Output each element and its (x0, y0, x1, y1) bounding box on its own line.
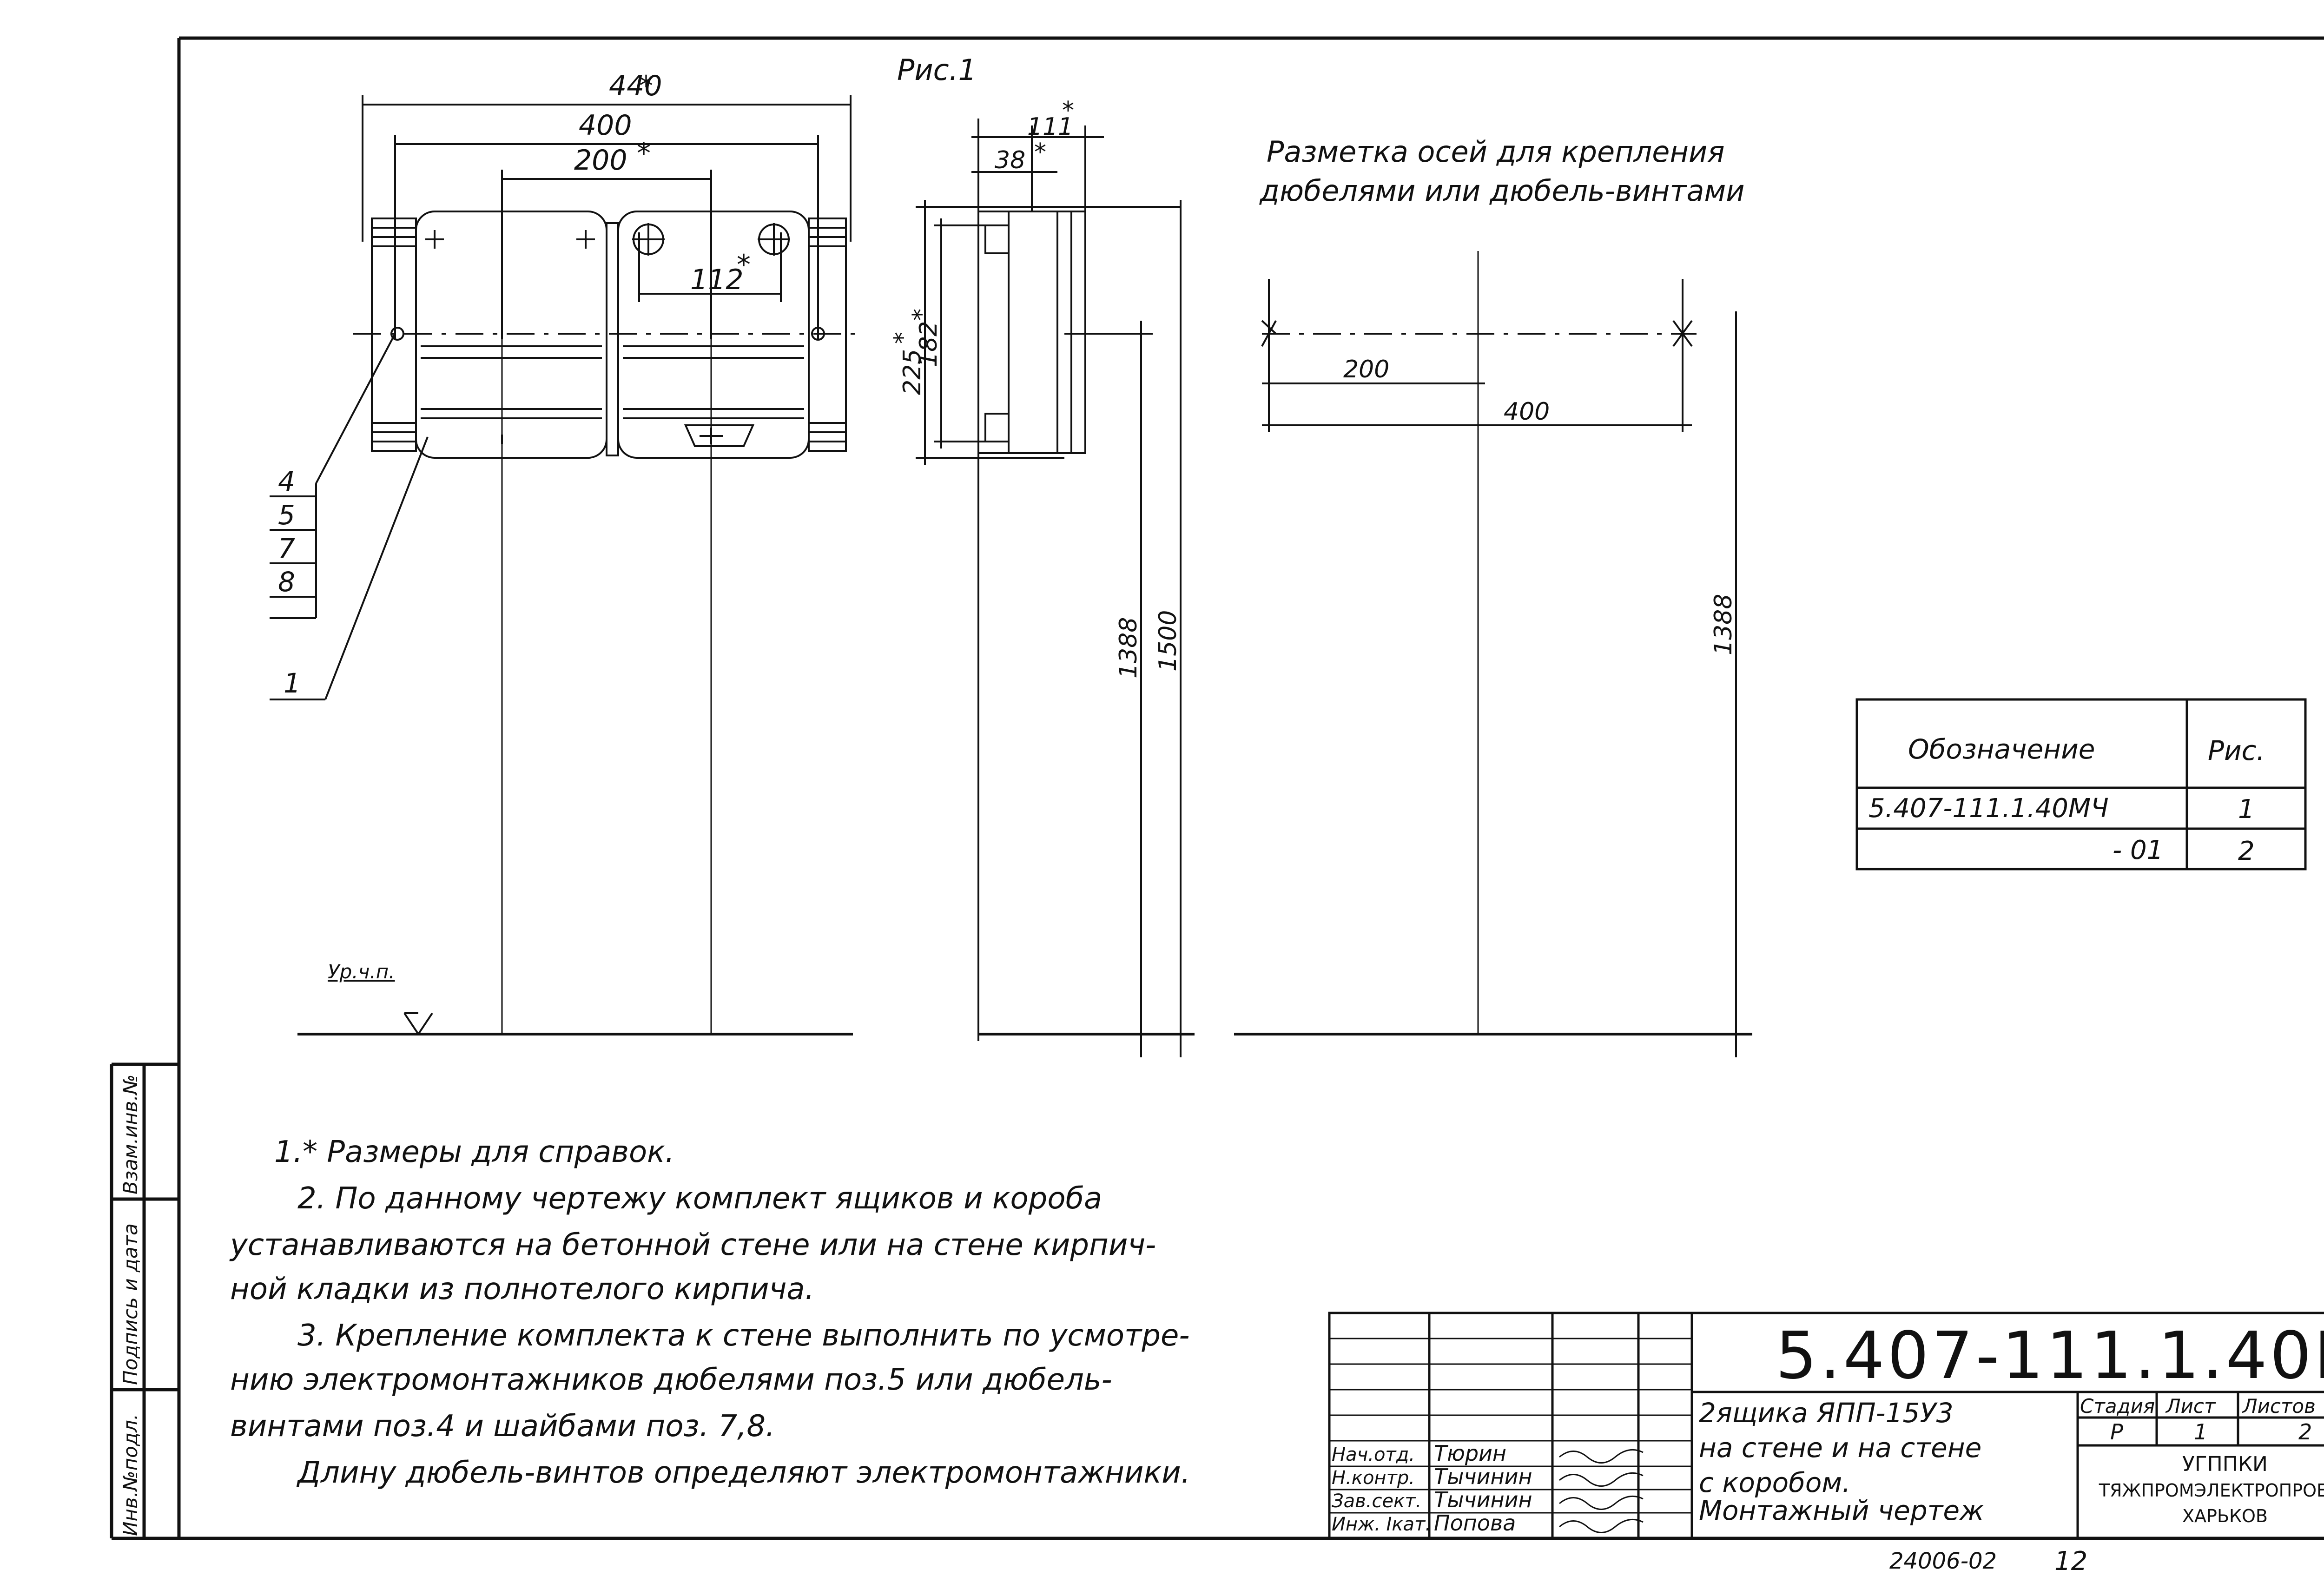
dim-225: 225 (898, 349, 926, 395)
stage-header: Стадия (2080, 1395, 2155, 1418)
layout-view: Разметка осей для крепления дюбелями или… (1234, 135, 1752, 1057)
layout-dim-200: 200 (1343, 356, 1389, 383)
asterisk-440: * (639, 70, 653, 102)
layout-dim-400: 400 (1504, 398, 1550, 426)
dim-112: 112 (690, 264, 744, 296)
dim-200: 200 (574, 144, 627, 177)
sheets-header: Листов (2242, 1395, 2316, 1418)
dim-1388-side: 1388 (1115, 617, 1142, 679)
callout-4: 4 (278, 466, 295, 497)
asterisk-112: * (737, 249, 751, 281)
note-line-7: винтами поз.4 и шайбами поз. 7,8. (230, 1409, 775, 1444)
note-line-1: 1.* Размеры для справок. (274, 1135, 674, 1169)
layout-title-line-2: дюбелями или дюбель-винтами (1259, 174, 1745, 208)
dim-440: 440 (609, 70, 662, 102)
role-3: Зав.сект. (1332, 1490, 1421, 1512)
notes: 1.* Размеры для справок. 2. По данному ч… (229, 1135, 1190, 1490)
table-header-figure: Рис. (2208, 735, 2265, 766)
stamp-signature-date: Подпись и дата (119, 1223, 142, 1385)
front-view: 440 * 400 200 * 112 * 4 5 7 8 1 Ур.ч.п. (270, 70, 855, 1035)
signatures (1559, 1449, 1644, 1533)
table-row-2-designation: - 01 (2113, 835, 2163, 865)
role-1: Нач.отд. (1332, 1444, 1415, 1465)
stamp-vzam-inv: Взам.инв.№ (119, 1075, 142, 1194)
title-block: 5.407-111.1.40МЧ Нач.отд. Н.контр. Зав.с… (1328, 1312, 2324, 1540)
callout-5: 5 (278, 499, 295, 531)
layout-title-line-1: Разметка осей для крепления (1267, 135, 1725, 169)
dim-1500: 1500 (1154, 610, 1182, 672)
desc-line-1: 2ящика ЯПП-15У3 (1699, 1397, 1954, 1429)
note-line-3: устанавливаются на бетонной стене или на… (229, 1228, 1156, 1262)
table-row-1-designation: 5.407-111.1.40МЧ (1868, 793, 2109, 824)
name-3: Тычинин (1434, 1487, 1532, 1512)
stage-value: Р (2110, 1419, 2123, 1444)
desc-line-2: на стене и на стене (1699, 1432, 1981, 1464)
callout-8: 8 (278, 566, 295, 598)
callout-7: 7 (278, 533, 295, 564)
table-row-2-figure: 2 (2238, 836, 2255, 866)
dim-400: 400 (579, 109, 632, 142)
table-row-1-figure: 1 (2238, 794, 2255, 824)
sheet-header: Лист (2165, 1395, 2216, 1418)
sheets-value: 2 (2298, 1419, 2312, 1444)
note-line-8: Длину дюбель-винтов определяют электромо… (296, 1456, 1190, 1490)
asterisk-182: * (908, 309, 936, 321)
sheet-frame (110, 36, 2324, 1540)
layout-dim-1388: 1388 (1710, 594, 1737, 655)
org-line-2: ТЯЖПРОМЭЛЕКТРОПРОЕКТ (2099, 1480, 2324, 1501)
figure-title: Рис.1 (897, 53, 977, 87)
org-line-1: УГППКИ (2182, 1452, 2268, 1476)
side-view: 111 * 38 * 225 * 182 * 1388 1500 (889, 97, 1195, 1057)
asterisk-225: * (889, 332, 917, 344)
note-line-2: 2. По данному чертежу комплект ящиков и … (297, 1181, 1102, 1216)
org-line-3: ХАРЬКОВ (2182, 1506, 2268, 1526)
floor-label: Ур.ч.п. (328, 960, 395, 983)
sheet-value: 1 (2194, 1419, 2207, 1444)
role-4: Инж. Ікат. (1332, 1514, 1431, 1535)
doc-number: 5.407-111.1.40МЧ (1776, 1318, 2324, 1394)
dim-182: 182 (915, 321, 943, 367)
name-2: Тычинин (1434, 1464, 1532, 1489)
name-4: Попова (1434, 1510, 1516, 1536)
page-number: 12 (2054, 1546, 2087, 1576)
note-line-6: нию электромонтажников дюбелями поз.5 ил… (230, 1363, 1112, 1397)
asterisk-111: * (1062, 97, 1074, 125)
table-header-designation: Обозначение (1908, 733, 2095, 765)
asterisk-200: * (637, 137, 651, 170)
asterisk-38: * (1034, 138, 1046, 166)
designation-table: Обозначение Рис. 5.407-111.1.40МЧ 1 - 01… (1855, 698, 2307, 871)
side-stamp: Инв.№подл. Подпись и дата Взам.инв.№ (119, 1075, 142, 1536)
dim-111: 111 (1027, 113, 1073, 141)
dim-38: 38 (995, 146, 1025, 174)
archive-number: 24006-02 (1889, 1548, 1997, 1574)
note-line-4: ной кладки из полнотелого кирпича. (230, 1272, 814, 1306)
note-line-5: 3. Крепление комплекта к стене выполнить… (297, 1319, 1189, 1353)
name-1: Тюрин (1434, 1441, 1506, 1466)
callout-1: 1 (284, 667, 301, 699)
desc-line-4: Монтажный чертеж (1699, 1495, 1984, 1526)
desc-line-3: с коробом. (1699, 1467, 1851, 1498)
stamp-inv-podl: Инв.№подл. (119, 1414, 142, 1536)
role-2: Н.контр. (1332, 1467, 1415, 1489)
